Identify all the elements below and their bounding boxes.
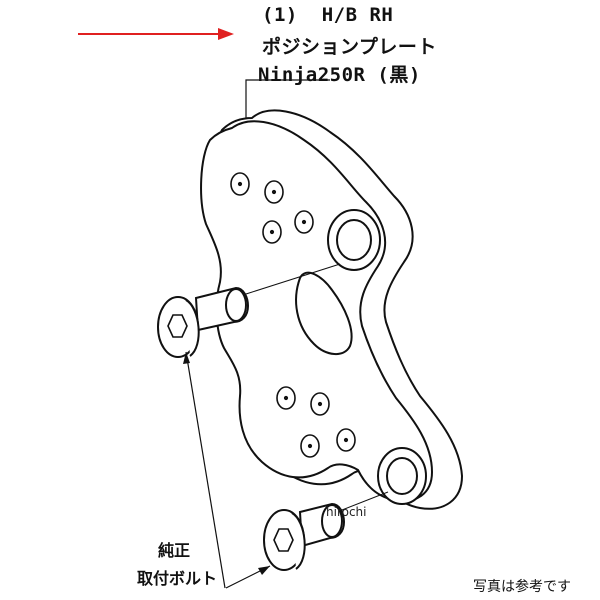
hex-socket-icon <box>167 314 188 338</box>
upper-bolt <box>157 286 250 358</box>
model-name: Ninja250R (黒) <box>258 64 421 86</box>
part-side: H/B RH <box>321 4 394 26</box>
part-number-line: (1) H/B RH <box>262 4 393 26</box>
bolt-label-line2: 取付ボルト <box>137 569 218 588</box>
bolt-leader-lines <box>183 351 271 589</box>
part-name: ポジションプレート <box>262 36 437 58</box>
upper-hole-pattern <box>230 172 314 244</box>
lower-hole-pattern <box>276 386 356 458</box>
hex-socket-icon <box>273 528 294 552</box>
part-number: (1) <box>262 4 298 26</box>
red-arrow-icon <box>78 28 234 40</box>
lower-bolt <box>263 502 346 571</box>
disclaimer-note: 写真は参考です <box>473 579 571 595</box>
upper-bolt-axis <box>245 263 341 295</box>
watermark: hirochi <box>326 505 367 519</box>
bolt-label-line1: 純正 <box>158 541 191 560</box>
position-plate <box>200 109 463 510</box>
lower-bolt-axis <box>341 491 389 511</box>
